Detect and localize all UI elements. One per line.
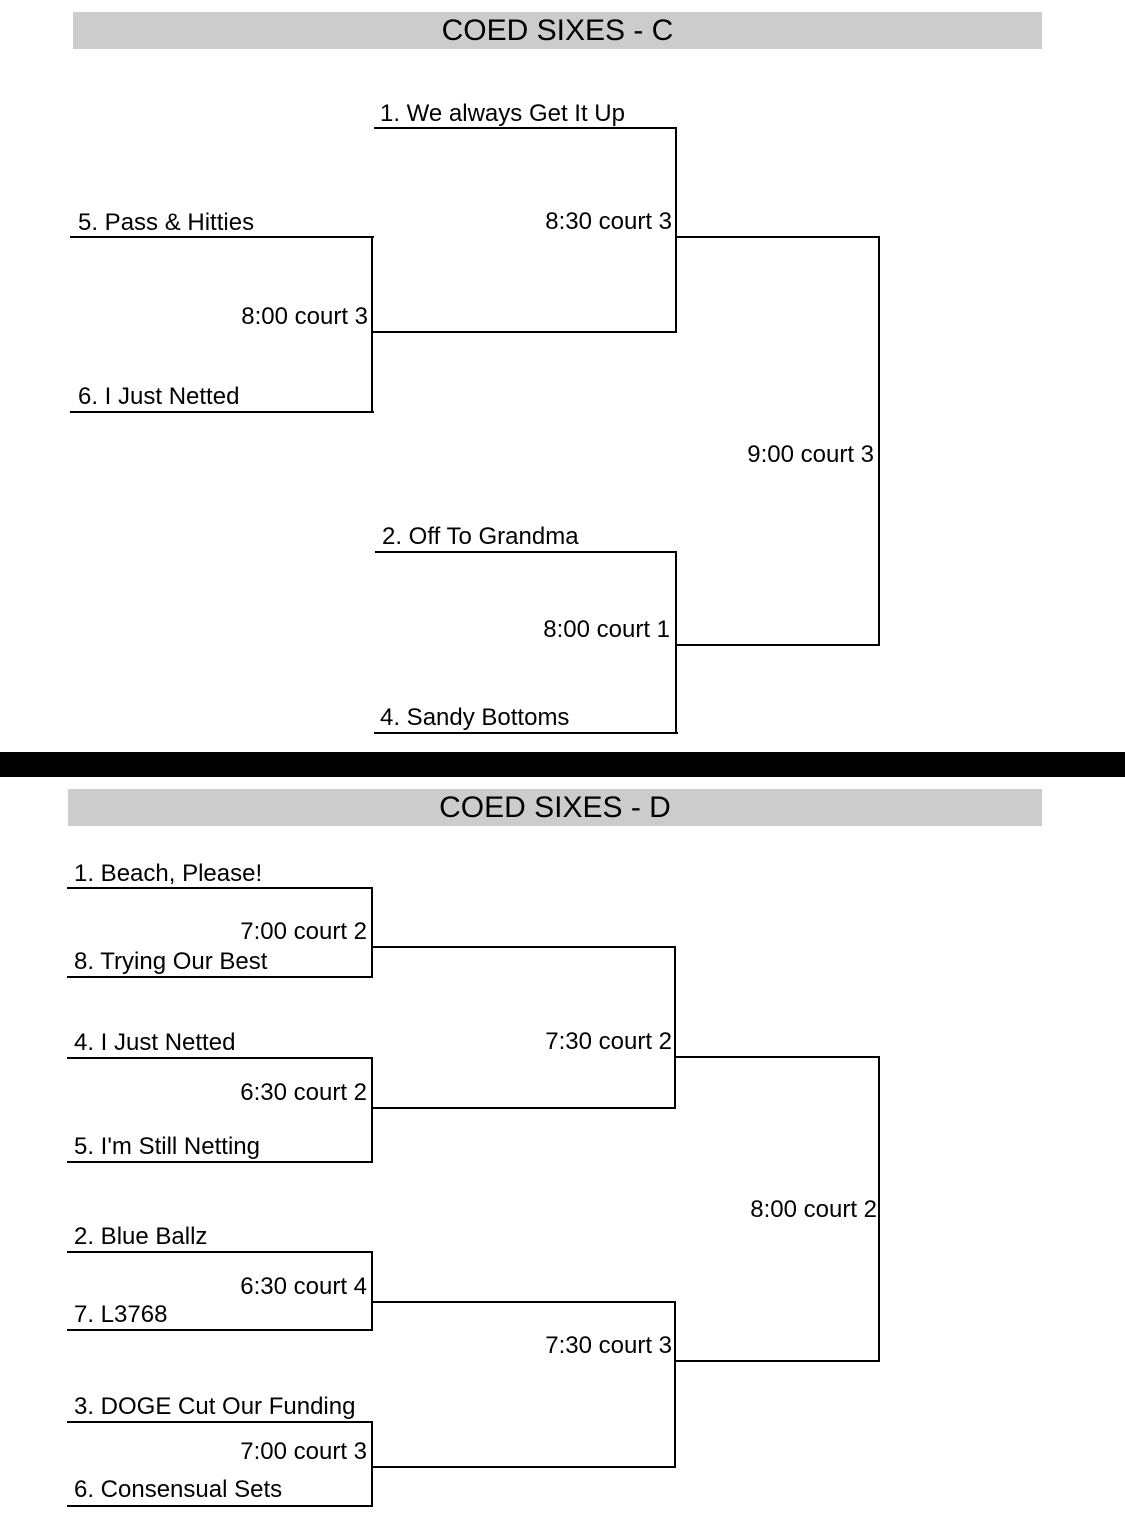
team-d-seed3: 3. DOGE Cut Our Funding xyxy=(74,1393,356,1420)
team-d-seed1: 1. Beach, Please! xyxy=(74,860,263,887)
match-label-c-final-900-court3: 9:00 court 3 xyxy=(747,441,874,468)
bracket-line xyxy=(67,976,373,978)
bracket-line xyxy=(878,236,880,646)
match-label-d-730-court2: 7:30 court 2 xyxy=(545,1028,672,1055)
team-d-seed8: 8. Trying Our Best xyxy=(74,948,268,975)
bracket-line xyxy=(878,1056,880,1362)
bracket-line xyxy=(70,411,374,413)
bracket-d-title: COED SIXES - D xyxy=(68,789,1042,826)
bracket-line xyxy=(371,331,677,333)
bracket-c-title: COED SIXES - C xyxy=(73,12,1042,49)
bracket-line xyxy=(371,1466,676,1468)
match-label-c-800-court1: 8:00 court 1 xyxy=(543,616,670,643)
bracket-line xyxy=(675,551,677,734)
bracket-line xyxy=(371,236,373,413)
match-label-d-630-court2: 6:30 court 2 xyxy=(240,1079,367,1106)
bracket-line xyxy=(67,1057,373,1059)
bracket-line xyxy=(67,1251,373,1253)
team-d-seed2: 2. Blue Ballz xyxy=(74,1223,208,1250)
bracket-line xyxy=(371,1251,373,1331)
team-d-seed7: 7. L3768 xyxy=(74,1301,168,1328)
bracket-line xyxy=(67,1329,373,1331)
bracket-line xyxy=(67,887,373,889)
match-label-d-730-court3: 7:30 court 3 xyxy=(545,1332,672,1359)
section-divider xyxy=(0,752,1125,777)
team-d-seed4: 4. I Just Netted xyxy=(74,1029,236,1056)
bracket-line xyxy=(674,1301,676,1468)
match-label-d-630-court4: 6:30 court 4 xyxy=(240,1273,367,1300)
bracket-line xyxy=(371,1107,676,1109)
bracket-line xyxy=(371,1421,373,1507)
bracket-line xyxy=(375,551,677,553)
bracket-line xyxy=(674,946,676,1109)
bracket-line xyxy=(371,946,676,948)
team-c-seed2: 2. Off To Grandma xyxy=(382,523,579,550)
bracket-line xyxy=(67,1161,373,1163)
bracket-line xyxy=(371,887,373,978)
bracket-line xyxy=(675,644,880,646)
bracket-line xyxy=(67,1505,373,1507)
match-label-c-830-court3: 8:30 court 3 xyxy=(545,208,672,235)
bracket-line xyxy=(674,1056,880,1058)
match-label-d-700-court2: 7:00 court 2 xyxy=(240,918,367,945)
team-d-seed5: 5. I'm Still Netting xyxy=(74,1133,260,1160)
bracket-line xyxy=(67,1421,373,1423)
team-c-seed5: 5. Pass & Hitties xyxy=(78,209,255,236)
bracket-line xyxy=(675,127,677,333)
bracket-line xyxy=(674,1360,880,1362)
match-label-d-700-court3: 7:00 court 3 xyxy=(240,1438,367,1465)
team-c-seed4: 4. Sandy Bottoms xyxy=(380,704,570,731)
bracket-line xyxy=(374,127,677,129)
bracket-line xyxy=(70,236,374,238)
match-label-d-final-800-court2: 8:00 court 2 xyxy=(750,1196,877,1223)
team-c-seed6: 6. I Just Netted xyxy=(78,383,240,410)
bracket-line xyxy=(675,236,880,238)
team-d-seed6: 6. Consensual Sets xyxy=(74,1476,283,1503)
bracket-line xyxy=(374,732,678,734)
bracket-line xyxy=(371,1057,373,1163)
team-c-seed1: 1. We always Get It Up xyxy=(380,100,625,127)
match-label-c-800-court3: 8:00 court 3 xyxy=(241,303,368,330)
bracket-line xyxy=(371,1301,676,1303)
